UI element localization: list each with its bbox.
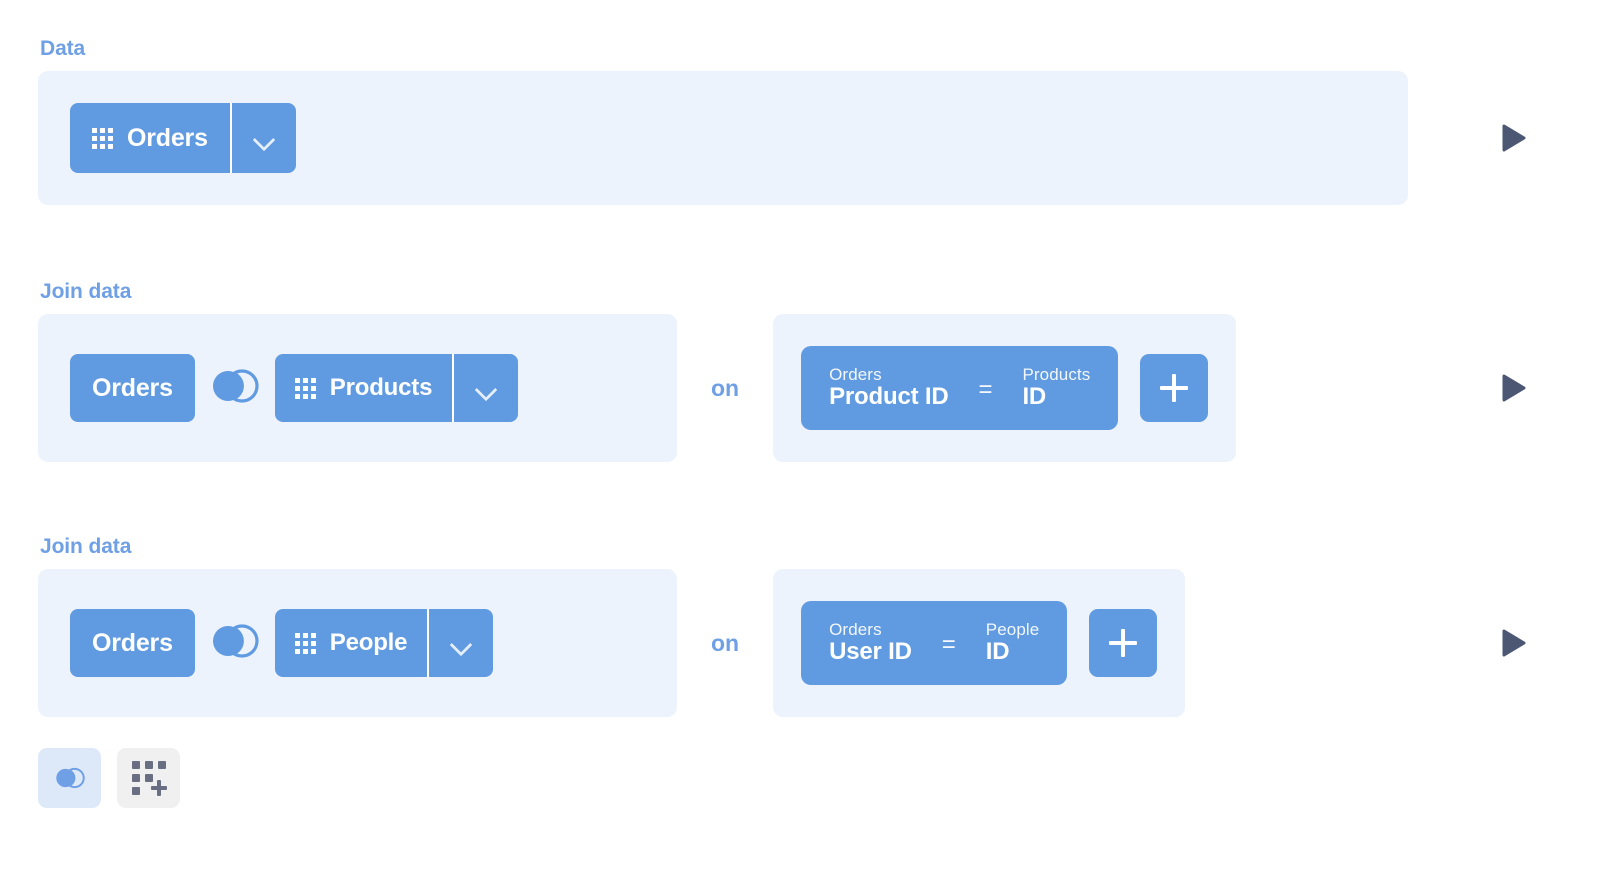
run-step-button-data[interactable] (1496, 120, 1532, 156)
run-step-button-join-2[interactable] (1496, 625, 1532, 661)
chevron-down-icon (253, 132, 275, 144)
join-tables-panel-1: Orders Products (38, 314, 677, 462)
join-condition-panel-2: Orders User ID = People ID (773, 569, 1186, 717)
join-condition-rhs-table-2: People (985, 620, 1040, 640)
join-right-table-button-2[interactable]: People (275, 609, 428, 677)
join-right-table-label-2: People (329, 629, 408, 656)
join-section-2: Join data Orders (38, 535, 1526, 717)
add-join-condition-button-2[interactable] (1089, 609, 1158, 677)
join-left-table-label-2: Orders (92, 628, 173, 657)
data-source-label: Orders (127, 123, 208, 152)
chevron-down-icon (450, 637, 472, 649)
join-section-2-label: Join data (40, 535, 132, 558)
join-section-1: Join data Orders (38, 280, 1526, 462)
join-left-table-label-1: Orders (92, 373, 173, 402)
join-step-button[interactable] (38, 748, 101, 808)
grid-plus-icon (131, 761, 167, 796)
join-left-table-button-1[interactable]: Orders (70, 354, 195, 422)
join-on-label-2: on (711, 629, 740, 656)
join-right-table-dropdown-2[interactable] (427, 609, 493, 677)
venn-left-join-icon-1[interactable] (209, 365, 261, 412)
join-condition-lhs-field-2: User ID (829, 638, 912, 666)
join-section-1-label: Join data (40, 280, 132, 303)
join-condition-rhs-2[interactable]: People ID (986, 620, 1040, 666)
venn-join-icon (55, 767, 85, 789)
join-condition-chip-2[interactable]: Orders User ID = People ID (801, 601, 1068, 685)
play-triangle-icon (1502, 629, 1526, 657)
join-condition-lhs-table-1: Orders (829, 365, 882, 385)
data-source-pill[interactable]: Orders (70, 103, 296, 173)
data-section-label: Data (40, 37, 86, 60)
data-source-dropdown[interactable] (229, 103, 296, 173)
join-condition-rhs-table-1: Products (1022, 365, 1091, 385)
data-source-button[interactable]: Orders (70, 103, 230, 173)
venn-left-join-icon-2[interactable] (209, 620, 261, 667)
join-section-1-body: Orders Products (38, 314, 1526, 462)
join-condition-operator-1[interactable]: = (978, 376, 993, 403)
join-condition-rhs-field-1: ID (1022, 383, 1047, 411)
step-actions-bar (38, 748, 180, 808)
table-grid-icon (92, 127, 113, 149)
join-right-table-pill-2[interactable]: People (274, 609, 494, 677)
join-condition-lhs-1[interactable]: Orders Product ID (829, 365, 949, 411)
data-source-panel: Orders (38, 71, 1408, 205)
plus-icon (1160, 374, 1189, 402)
join-condition-lhs-2[interactable]: Orders User ID (829, 620, 912, 666)
join-condition-rhs-1[interactable]: Products ID (1022, 365, 1090, 411)
chevron-down-icon (475, 382, 497, 394)
join-condition-panel-1: Orders Product ID = Products ID (773, 314, 1237, 462)
play-triangle-icon (1502, 374, 1526, 402)
run-step-button-join-1[interactable] (1496, 370, 1532, 406)
join-section-2-body: Orders People (38, 569, 1526, 717)
join-left-table-button-2[interactable]: Orders (70, 609, 195, 677)
join-right-table-button-1[interactable]: Products (275, 354, 452, 422)
join-right-table-dropdown-1[interactable] (452, 354, 518, 422)
join-condition-rhs-field-2: ID (985, 638, 1010, 666)
join-right-table-label-1: Products (329, 374, 433, 401)
join-on-label-1: on (711, 374, 740, 401)
data-section: Data Orders (38, 37, 1526, 205)
join-tables-panel-2: Orders People (38, 569, 677, 717)
join-condition-chip-1[interactable]: Orders Product ID = Products ID (801, 346, 1119, 430)
plus-icon (1109, 629, 1138, 657)
join-condition-lhs-field-1: Product ID (829, 383, 949, 411)
data-section-body: Orders (38, 71, 1526, 205)
table-grid-icon (294, 632, 316, 654)
join-right-table-pill-1[interactable]: Products (274, 354, 519, 422)
join-condition-operator-2[interactable]: = (941, 631, 956, 658)
join-condition-lhs-table-2: Orders (829, 620, 882, 640)
add-data-step-button[interactable] (117, 748, 180, 808)
play-triangle-icon (1502, 124, 1526, 152)
add-join-condition-button-1[interactable] (1140, 354, 1209, 422)
table-grid-icon (294, 377, 316, 399)
